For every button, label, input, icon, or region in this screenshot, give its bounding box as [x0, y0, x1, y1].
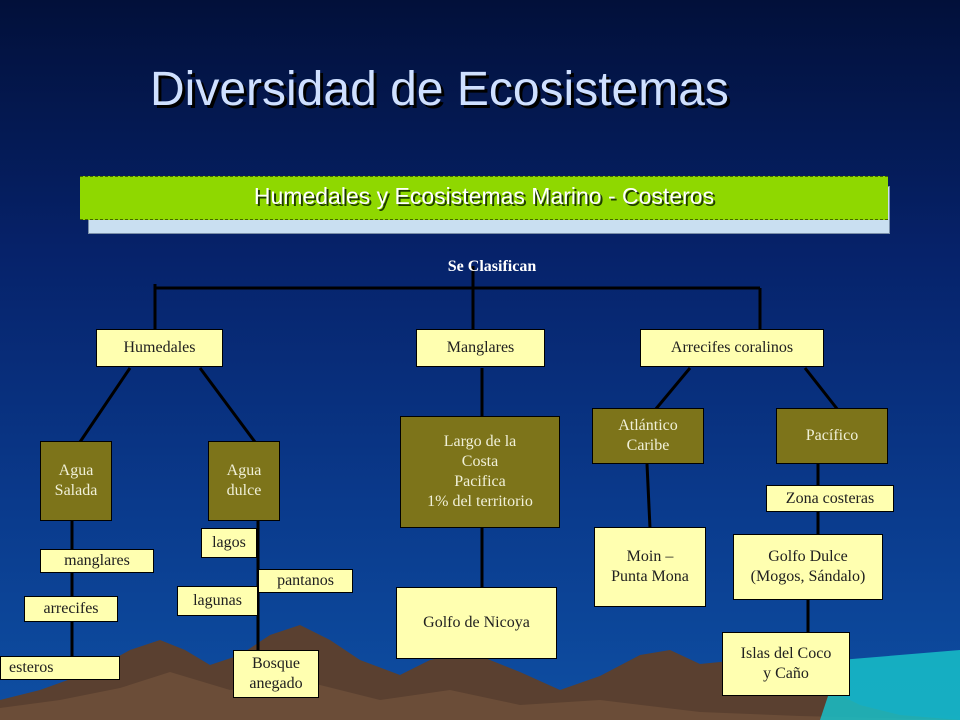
node-humedales: Humedales [96, 329, 223, 367]
leaf-esteros: esteros [0, 656, 120, 680]
node-arrecifes-coralinos: Arrecifes coralinos [640, 329, 824, 367]
leaf-zona-costeras: Zona costeras [766, 485, 894, 512]
leaf-lagunas: lagunas [177, 586, 258, 616]
node-manglares: Manglares [416, 329, 545, 367]
classify-label: Se Clasifican [447, 258, 537, 275]
leaf-bosque-anegado: Bosque anegado [233, 650, 319, 698]
leaf-moin-punta-mona: Moin – Punta Mona [594, 527, 706, 607]
leaf-lagos: lagos [201, 528, 257, 558]
node-atlantico-caribe: Atlántico Caribe [592, 408, 704, 464]
node-pacifico: Pacífico [776, 408, 888, 464]
banner-text: Humedales y Ecosistemas Marino - Costero… [253, 183, 715, 209]
node-agua-salada: Agua Salada [40, 441, 112, 521]
slide-title: Diversidad de Ecosistemas [150, 63, 729, 116]
leaf-manglares: manglares [40, 549, 154, 573]
leaf-arrecifes: arrecifes [24, 596, 118, 622]
leaf-islas-coco: Islas del Coco y Caño [722, 632, 850, 696]
leaf-golfo-dulce: Golfo Dulce (Mogos, Sándalo) [733, 534, 883, 600]
node-agua-dulce: Agua dulce [208, 441, 280, 521]
topic-banner: Humedales y Ecosistemas Marino - Costero… [80, 176, 888, 220]
leaf-pantanos: pantanos [258, 569, 353, 593]
node-largo-costa: Largo de la Costa Pacifica 1% del territ… [400, 416, 560, 528]
leaf-golfo-nicoya: Golfo de Nicoya [396, 587, 557, 659]
